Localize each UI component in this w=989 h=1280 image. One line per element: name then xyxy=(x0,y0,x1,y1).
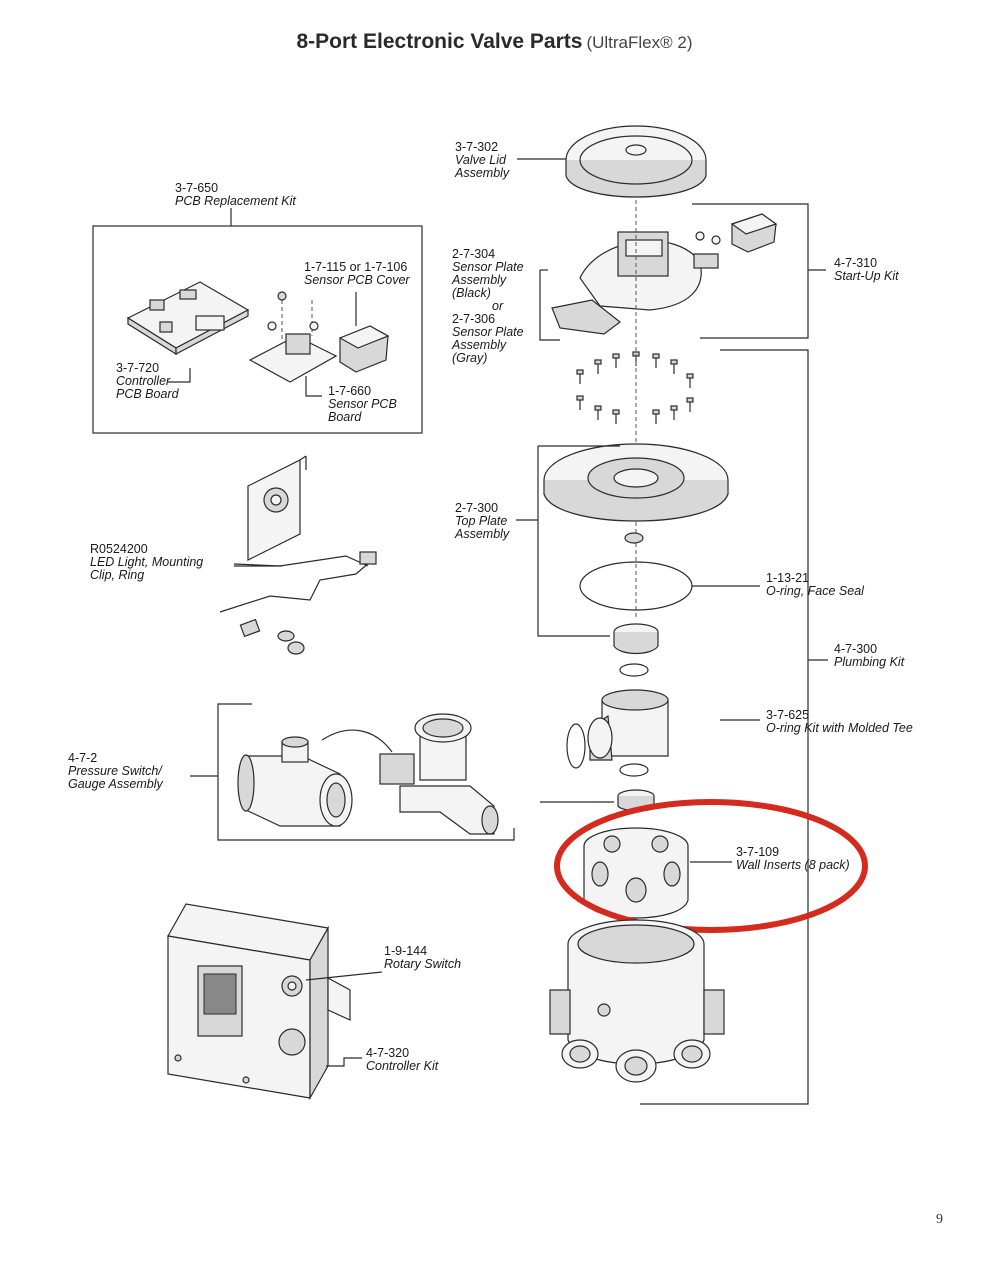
label-startup-kit: 4-7-310 Start-Up Kit xyxy=(834,256,899,283)
page-number: 9 xyxy=(936,1212,943,1227)
molded-tee-illustration xyxy=(566,689,669,812)
wall-inserts-name: Wall Inserts (8 pack) xyxy=(736,858,850,872)
sensor-plate-black-number: 2-7-304 xyxy=(452,247,495,261)
sensor-plate-black-1: Sensor Plate xyxy=(452,260,524,274)
led-light-name-1: LED Light, Mounting xyxy=(90,555,203,569)
label-wall-inserts: 3-7-109 Wall Inserts (8 pack) xyxy=(736,845,850,872)
controller-pcb-illustration xyxy=(126,281,250,356)
label-top-plate: 2-7-300 Top Plate Assembly xyxy=(454,501,510,541)
label-led-light: R0524200 LED Light, Mounting Clip, Ring xyxy=(90,542,203,582)
sensor-pcb-illustration xyxy=(248,291,338,383)
led-light-name-2: Clip, Ring xyxy=(90,568,144,582)
sensor-cover-number: 1-7-115 or 1-7-106 xyxy=(304,260,407,274)
valve-lid-name-2: Assembly xyxy=(454,166,510,180)
sensor-cover-name: Sensor PCB Cover xyxy=(304,273,410,287)
label-plumbing-kit: 4-7-300 Plumbing Kit xyxy=(834,642,905,669)
sensor-board-name-1: Sensor PCB xyxy=(328,397,397,411)
pressure-switch-name-2: Gauge Assembly xyxy=(68,777,163,791)
startup-kit-cap-illustration xyxy=(730,213,778,253)
sensor-board-number: 1-7-660 xyxy=(328,384,371,398)
label-valve-lid: 3-7-302 Valve Lid Assembly xyxy=(454,140,510,180)
label-face-seal: 1-13-21 O-ring, Face Seal xyxy=(766,571,865,598)
title-sub: (UltraFlex® 2) xyxy=(586,33,693,52)
rotary-switch-number: 1-9-144 xyxy=(384,944,427,958)
pcb-kit-name: PCB Replacement Kit xyxy=(175,194,296,208)
face-seal-name: O-ring, Face Seal xyxy=(766,584,865,598)
top-plate-name-2: Assembly xyxy=(454,527,510,541)
controller-pcb-number: 3-7-720 xyxy=(116,361,159,375)
controller-box-illustration xyxy=(167,903,351,1101)
startup-kit-number: 4-7-310 xyxy=(834,256,877,270)
label-pcb-kit: 3-7-650 PCB Replacement Kit xyxy=(175,181,296,208)
controller-kit-number: 4-7-320 xyxy=(366,1046,409,1060)
sensor-plate-gray-number: 2-7-306 xyxy=(452,312,495,326)
highlight-oval xyxy=(554,799,868,933)
label-pressure-switch: 4-7-2 Pressure Switch/ Gauge Assembly xyxy=(68,751,163,791)
valve-lid-illustration xyxy=(565,125,707,198)
valve-lid-name-1: Valve Lid xyxy=(455,153,507,167)
plumbing-kit-name: Plumbing Kit xyxy=(834,655,905,669)
label-sensor-board: 1-7-660 Sensor PCB Board xyxy=(328,384,397,424)
sensor-plate-illustration xyxy=(551,231,721,335)
led-light-number: R0524200 xyxy=(90,542,148,556)
sensor-plate-black-2: Assembly xyxy=(451,273,507,287)
pressure-switch-number: 4-7-2 xyxy=(68,751,97,765)
page-title: 8-Port Electronic Valve Parts (UltraFlex… xyxy=(0,30,989,54)
label-oring-tee: 3-7-625 O-ring Kit with Molded Tee xyxy=(766,708,913,735)
oring-tee-number: 3-7-625 xyxy=(766,708,809,722)
screws-illustration xyxy=(576,351,694,424)
startup-kit-name: Start-Up Kit xyxy=(834,269,899,283)
wall-inserts-illustration xyxy=(583,827,689,919)
valve-body-illustration xyxy=(549,919,725,1083)
label-rotary-switch: 1-9-144 Rotary Switch xyxy=(384,944,461,971)
gauge-illustration xyxy=(321,713,499,835)
plumbing-rings-illustration xyxy=(613,623,659,677)
tee-illustration xyxy=(237,736,353,827)
label-sensor-plate: 2-7-304 Sensor Plate Assembly (Black) or… xyxy=(451,247,524,365)
led-light-illustration xyxy=(219,455,377,655)
label-controller-pcb: 3-7-720 Controller PCB Board xyxy=(116,361,180,401)
valve-lid-number: 3-7-302 xyxy=(455,140,498,154)
label-controller-kit: 4-7-320 Controller Kit xyxy=(366,1046,439,1073)
plumbing-kit-number: 4-7-300 xyxy=(834,642,877,656)
pcb-kit-number: 3-7-650 xyxy=(175,181,218,195)
pressure-switch-name-1: Pressure Switch/ xyxy=(68,764,163,778)
sensor-plate-gray-3: (Gray) xyxy=(452,351,487,365)
sensor-plate-gray-2: Assembly xyxy=(451,338,507,352)
pcb-kit-box xyxy=(92,208,423,434)
controller-pcb-name-1: Controller xyxy=(116,374,171,388)
sensor-plate-gray-1: Sensor Plate xyxy=(452,325,524,339)
top-plate-illustration xyxy=(543,443,729,544)
title-main: 8-Port Electronic Valve Parts xyxy=(296,30,583,53)
pressure-switch-box xyxy=(190,703,515,841)
sensor-board-name-2: Board xyxy=(328,410,362,424)
top-plate-number: 2-7-300 xyxy=(455,501,498,515)
label-sensor-cover: 1-7-115 or 1-7-106 Sensor PCB Cover xyxy=(304,260,410,287)
sensor-plate-or: or xyxy=(492,299,504,313)
rotary-switch-name: Rotary Switch xyxy=(384,957,461,971)
wall-inserts-number: 3-7-109 xyxy=(736,845,779,859)
sensor-cover-illustration xyxy=(338,325,390,373)
top-plate-name-1: Top Plate xyxy=(455,514,507,528)
oring-tee-name: O-ring Kit with Molded Tee xyxy=(766,721,913,735)
controller-kit-name: Controller Kit xyxy=(366,1059,439,1073)
face-seal-number: 1-13-21 xyxy=(766,571,809,585)
sensor-plate-black-3: (Black) xyxy=(452,286,491,300)
controller-pcb-name-2: PCB Board xyxy=(116,387,180,401)
